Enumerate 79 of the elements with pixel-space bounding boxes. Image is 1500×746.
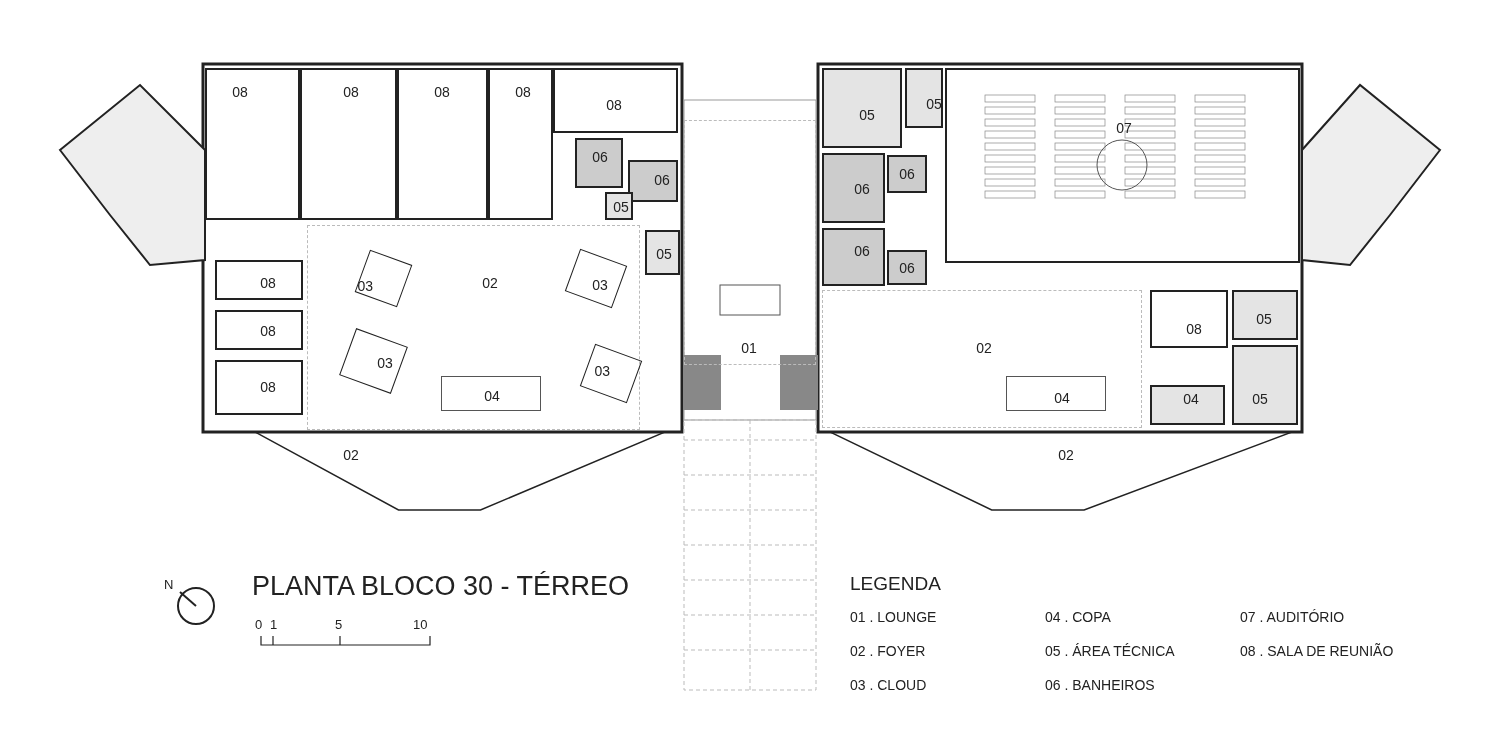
- room-number: 06: [592, 150, 608, 164]
- room-number: 02: [343, 448, 359, 462]
- meeting-room: [215, 360, 303, 415]
- plan-title: PLANTA BLOCO 30 - TÉRREO: [252, 573, 630, 600]
- room-number: 08: [606, 98, 622, 112]
- room-number: 03: [594, 363, 611, 378]
- room-number: 04: [484, 389, 500, 403]
- room-number: 06: [854, 182, 870, 196]
- room-number: 05: [1252, 392, 1268, 406]
- room-number: 02: [482, 276, 498, 290]
- room-number: 08: [343, 85, 359, 99]
- room-number: 05: [859, 108, 875, 122]
- room-number: 07: [1116, 121, 1132, 135]
- room-number: 06: [899, 167, 915, 181]
- auditorium: [945, 68, 1300, 263]
- room: [1150, 385, 1225, 425]
- room-number: 05: [926, 97, 942, 111]
- room-number: 08: [232, 85, 248, 99]
- meeting-room: [1150, 290, 1228, 348]
- room-number: 02: [1058, 448, 1074, 462]
- scale-number: 5: [335, 618, 343, 631]
- legend-entry: 02 . FOYER: [850, 644, 926, 658]
- legend-entry: 07 . AUDITÓRIO: [1240, 610, 1345, 624]
- legend-entry: 06 . BANHEIROS: [1045, 678, 1155, 692]
- meeting-room: [488, 68, 553, 220]
- scale-number: 1: [270, 618, 278, 631]
- terrace: [830, 432, 1292, 512]
- room-number: 08: [1186, 322, 1202, 336]
- restroom: [822, 228, 885, 286]
- room-number: 02: [976, 341, 992, 355]
- restroom: [822, 153, 885, 223]
- room-number: 08: [260, 324, 276, 338]
- terrace: [255, 432, 665, 512]
- room-number: 06: [854, 244, 870, 258]
- legend-entry: 03 . CLOUD: [850, 678, 927, 692]
- meeting-room: [553, 68, 678, 133]
- room-number: 01: [741, 341, 757, 355]
- north-label: N: [164, 578, 174, 591]
- foyer: [822, 290, 1142, 428]
- meeting-room: [300, 68, 397, 220]
- legend-heading: LEGENDA: [850, 574, 941, 593]
- counter: [441, 376, 541, 411]
- lounge: [684, 120, 816, 365]
- legend-entry: 04 . COPA: [1045, 610, 1111, 624]
- legend-entry: 01 . LOUNGE: [850, 610, 937, 624]
- room-number: 06: [899, 261, 915, 275]
- restroom: [887, 155, 927, 193]
- room-number: 06: [654, 173, 670, 187]
- room-number: 04: [1054, 391, 1070, 405]
- meeting-room: [205, 68, 300, 220]
- room: [905, 68, 943, 128]
- room-number: 08: [260, 380, 276, 394]
- room: [645, 230, 680, 275]
- scale-number: 10: [413, 618, 428, 631]
- counter: [1006, 376, 1106, 411]
- foyer: [307, 225, 640, 430]
- meeting-room: [397, 68, 488, 220]
- legend-entry: 08 . SALA DE REUNIÃO: [1240, 644, 1394, 658]
- room-number: 04: [1183, 392, 1199, 406]
- restroom: [628, 160, 678, 202]
- legend-entry: 05 . ÁREA TÉCNICA: [1045, 644, 1175, 658]
- room-number: 08: [515, 85, 531, 99]
- room: [1232, 345, 1298, 425]
- room-number: 05: [1256, 312, 1272, 326]
- room-number: 08: [434, 85, 450, 99]
- room-number: 03: [592, 277, 608, 292]
- room-number: 05: [656, 247, 672, 261]
- meeting-room: [215, 310, 303, 350]
- room-number: 03: [377, 356, 393, 371]
- room: [1232, 290, 1298, 340]
- room-number: 03: [357, 279, 374, 294]
- room-number: 08: [260, 276, 276, 290]
- meeting-room: [215, 260, 303, 300]
- scale-number: 0: [255, 618, 263, 631]
- room: [605, 192, 633, 220]
- restroom: [575, 138, 623, 188]
- room-number: 05: [613, 200, 629, 214]
- room: [822, 68, 902, 148]
- restroom: [887, 250, 927, 285]
